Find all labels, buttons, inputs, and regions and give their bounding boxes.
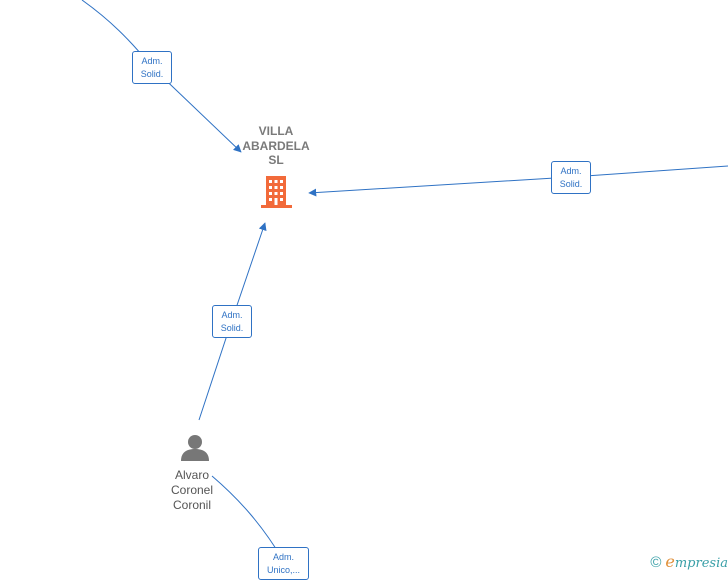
edge-label-top-left[interactable]: Adm. Solid.: [132, 51, 172, 84]
edge-label-right[interactable]: Adm. Solid.: [551, 161, 591, 194]
brand-logo-initial: e: [665, 552, 675, 571]
edge-label-person-bottom[interactable]: Adm. Unico,...: [258, 547, 309, 580]
company-name[interactable]: VILLA ABARDELA SL: [242, 124, 310, 167]
edge-right: [308, 165, 728, 197]
person-icon[interactable]: [181, 435, 209, 461]
edge-label-person-company[interactable]: Adm. Solid.: [212, 305, 252, 338]
brand-logo-text: mpresia: [674, 556, 728, 571]
building-icon[interactable]: [261, 176, 292, 208]
copyright-notice: ©empresia: [650, 552, 728, 572]
person-name[interactable]: Alvaro Coronel Coronil: [170, 468, 214, 512]
copyright-symbol: ©: [650, 554, 662, 571]
